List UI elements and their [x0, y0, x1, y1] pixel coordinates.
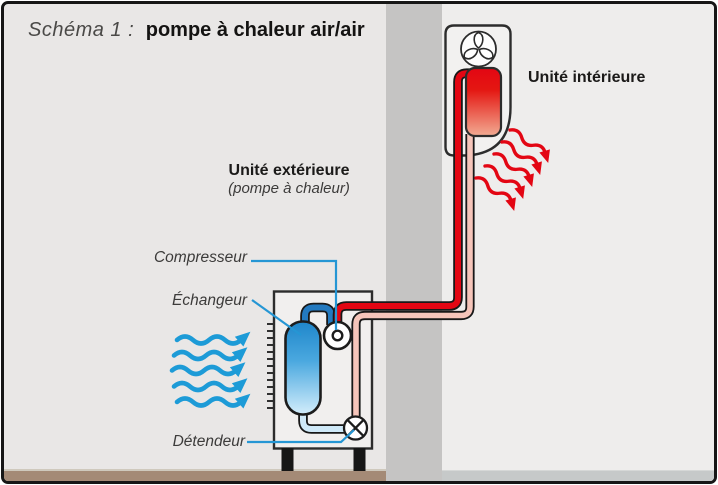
outdoor-ground [4, 469, 386, 481]
exchanger-leader-line [251, 299, 302, 336]
schematic-svg [169, 24, 550, 471]
expansion-valve-label: Détendeur [172, 433, 245, 450]
pipe-cold-liquid [298, 409, 348, 434]
pipe-hot-red [332, 68, 476, 324]
outdoor-unit-title: Unité extérieure [228, 162, 350, 179]
outdoor-unit-leg [281, 448, 294, 471]
compressor-leader-line [251, 259, 338, 330]
compressor-icon [322, 320, 353, 351]
exchanger-fins-icon [267, 323, 276, 411]
schema-number-label: Schéma 1 : [28, 19, 135, 41]
pipe-cooled-pink [351, 134, 475, 418]
expansion-valve-leader-line [247, 429, 355, 444]
compressor-label: Compresseur [153, 249, 247, 266]
outdoor-unit-subtitle: (pompe à chaleur) [228, 180, 350, 198]
outdoor-heat-exchanger [284, 320, 322, 416]
exchanger-label: Échangeur [172, 292, 247, 309]
warm-air-arrows [474, 128, 550, 211]
indoor-heat-exchanger [464, 66, 503, 138]
house-wall [386, 4, 442, 481]
indoor-unit-label: Unité intérieure [528, 69, 646, 86]
pipe-suction-blue [300, 302, 336, 326]
indoor-floor [442, 470, 714, 481]
outdoor-unit-label: Unité extérieure (pompe à chaleur) [154, 162, 424, 198]
outdoor-unit-leg [353, 448, 366, 471]
schema-title-text: pompe à chaleur air/air [145, 19, 365, 41]
cold-air-arrows [169, 331, 251, 409]
fan-icon [460, 30, 497, 68]
leader-lines [247, 259, 355, 444]
diagram-title: Schéma 1 : pompe à chaleur air/air [28, 19, 365, 42]
